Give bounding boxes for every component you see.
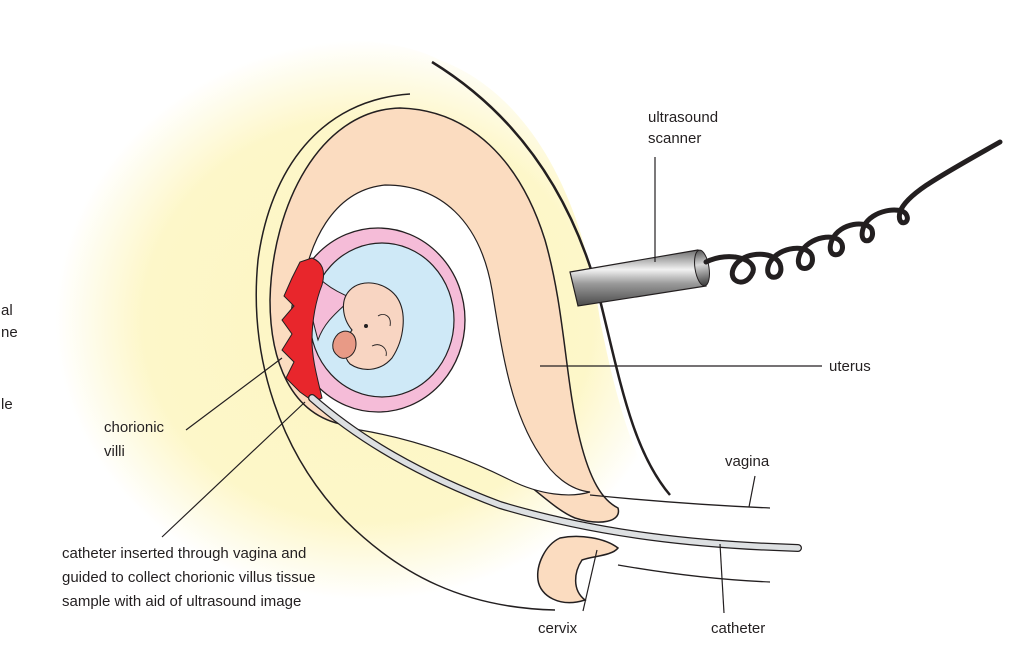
label-cervix: cervix [538,620,578,637]
cervix-lip [538,536,618,602]
label-vagina: vagina [725,453,770,470]
label-chorionic-villi-line-2: villi [104,443,125,460]
margin-fragment-1: al [1,302,13,319]
label-catheter-note-line-3: sample with aid of ultrasound image [62,593,301,610]
label-catheter-note-line-2: guided to collect chorionic villus tissu… [62,569,315,586]
label-catheter-note-line-1: catheter inserted through vagina and [62,545,306,562]
margin-fragment-3: le [1,396,13,413]
scanner-cable [706,142,1000,282]
label-ultrasound-scanner-line-1: ultrasound [648,109,718,126]
ultrasound-probe[interactable] [570,249,712,306]
margin-fragment-2: ne [1,324,18,341]
label-ultrasound-scanner-line-2: scanner [648,130,701,147]
vaginal-wall-lower [618,565,770,582]
label-uterus: uterus [829,358,871,375]
label-chorionic-villi-line-1: chorionic [104,419,165,436]
label-catheter: catheter [711,620,765,637]
